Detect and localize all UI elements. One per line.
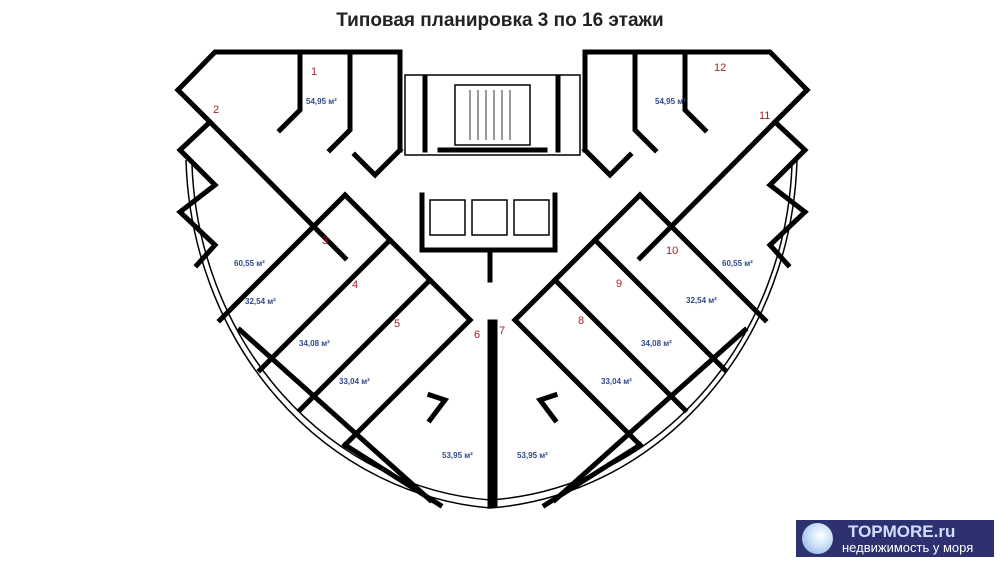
apartment-number-12: 12 (714, 62, 726, 74)
staircase (454, 84, 531, 146)
logo-name: TOPMORE.ru (848, 522, 956, 541)
area-apartment-9: 34,08 м² (641, 339, 672, 348)
elevator-1 (429, 199, 466, 236)
page-title: Типовая планировка 3 по 16 этажи (336, 10, 664, 31)
apartment-number-11: 11 (759, 110, 770, 122)
apartment-number-4: 4 (352, 279, 358, 291)
apartment-number-1: 1 (311, 66, 317, 78)
area-apartment-10: 32,54 м² (686, 296, 717, 305)
apartment-number-5: 5 (394, 318, 400, 330)
left-wing-walls (174, 49, 493, 509)
area-apartment-11: 60,55 м² (722, 259, 753, 268)
apartment-number-8: 8 (578, 315, 584, 327)
area-apartment-7: 53,95 м² (517, 451, 548, 460)
elevator-2 (471, 199, 508, 236)
apartment-number-7: 7 (499, 325, 505, 337)
area-apartment-3: 32,54 м² (245, 297, 276, 306)
right-wing-walls (492, 49, 811, 509)
house-logo-icon (802, 523, 833, 554)
area-apartment-8: 33,04 м² (601, 377, 632, 386)
area-apartment-6: 53,95 м² (442, 451, 473, 460)
area-apartment-5: 33,04 м² (339, 377, 370, 386)
area-apartment-1: 54,95 м² (306, 97, 337, 106)
apartment-number-10: 10 (666, 245, 678, 257)
building-core (404, 74, 581, 283)
apartment-number-3: 3 (322, 235, 328, 247)
outer-facade-arc (185, 159, 798, 509)
apartment-number-6: 6 (474, 329, 480, 341)
topmore-logo[interactable]: TOPMORE.ru недвижимость у моря (796, 520, 994, 557)
area-apartment-12: 54,95 м² (655, 97, 686, 106)
apartment-number-2: 2 (213, 104, 219, 116)
elevator-3 (513, 199, 550, 236)
apartment-number-9: 9 (616, 278, 622, 290)
logo-tagline: недвижимость у моря (842, 540, 974, 555)
area-apartment-2: 60,55 м² (234, 259, 265, 268)
area-apartment-4: 34,08 м² (299, 339, 330, 348)
